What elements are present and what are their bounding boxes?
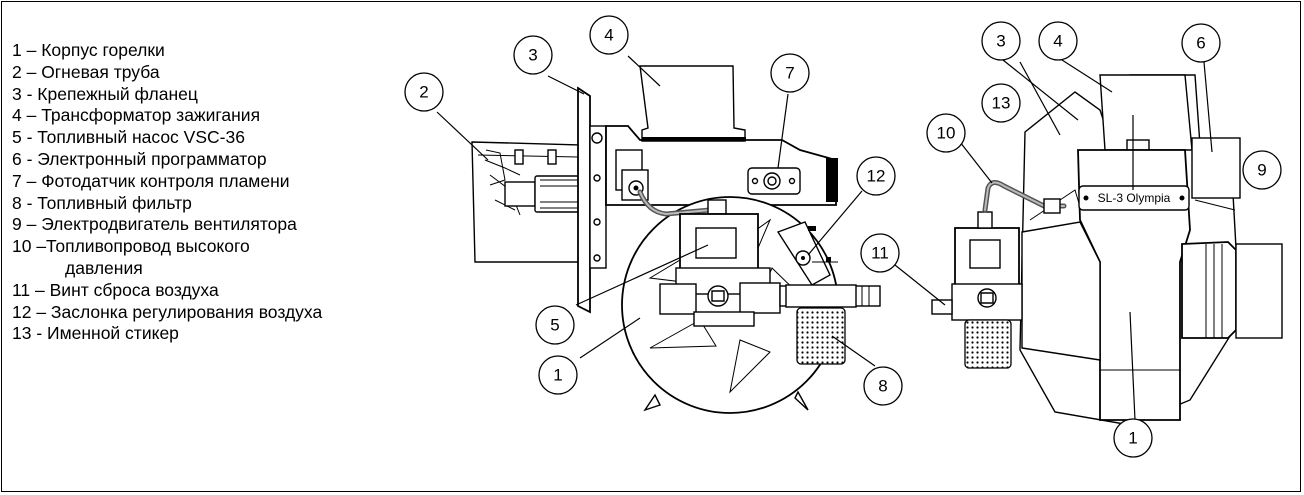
callout-left-2: 2	[404, 72, 444, 112]
legend-item-continuation: давления	[65, 257, 143, 278]
ignition-transformer	[639, 65, 746, 142]
svg-text:1: 1	[1128, 429, 1137, 448]
callout-right-6: 6	[1181, 23, 1221, 63]
svg-text:8: 8	[878, 377, 887, 396]
svg-text:1: 1	[553, 366, 562, 385]
svg-text:10: 10	[937, 124, 956, 143]
callout-left-7: 7	[770, 53, 810, 93]
burner-front-view: SL-3 Olympia	[894, 59, 1283, 426]
callout-right-3: 3	[981, 21, 1021, 61]
svg-text:4: 4	[1053, 32, 1062, 51]
legend-item: 1 – Корпус горелки	[12, 40, 165, 60]
callout-right-4: 4	[1038, 21, 1078, 61]
callout-right-13: 13	[981, 83, 1021, 123]
callout-left-12: 12	[856, 156, 896, 196]
parts-legend: 1 – Корпус горелки 2 – Огневая труба 3 -…	[12, 40, 322, 345]
air-damper	[776, 221, 838, 286]
callout-right-9: 9	[1242, 150, 1282, 190]
mounting-flange	[577, 86, 607, 314]
fan-motor	[1181, 241, 1283, 339]
svg-text:4: 4	[604, 26, 613, 45]
legend-item: 8 - Топливный фильтр	[12, 192, 192, 213]
svg-text:11: 11	[871, 244, 889, 263]
legend-item: 7 – Фотодатчик контроля пламени	[12, 170, 290, 191]
svg-text:9: 9	[1257, 161, 1266, 180]
callouts: 2 3 4 7 12 5 1 8 3 4 6 10 13 9 11 1	[404, 15, 1282, 458]
svg-text:7: 7	[785, 64, 794, 83]
callout-left-8: 8	[863, 366, 903, 406]
legend-item: 10 –Топливопровод высокого	[12, 236, 250, 257]
callout-right-1: 1	[1113, 418, 1153, 458]
svg-text:5: 5	[550, 316, 559, 335]
legend-item: 4 – Трансформатор зажигания	[12, 105, 261, 126]
flame-photocell	[747, 167, 801, 195]
svg-text:3: 3	[996, 32, 1005, 51]
legend-item: 3 - Крепежный фланец	[12, 83, 198, 104]
svg-text:2: 2	[419, 83, 428, 102]
callout-right-11: 11	[860, 233, 900, 273]
legend-item: 5 - Топливный насос VSC-36	[12, 127, 245, 148]
fuel-filter	[785, 284, 857, 365]
callout-right-10: 10	[926, 113, 966, 153]
callout-left-4: 4	[589, 15, 629, 55]
fuel-pump	[659, 199, 881, 327]
sticker-label: SL-3 Olympia	[1098, 191, 1171, 205]
legend-item: 6 - Электронный программатор	[12, 148, 267, 169]
blast-tube	[471, 141, 584, 263]
callout-left-3: 3	[513, 35, 553, 75]
name-sticker: SL-3 Olympia	[1078, 185, 1190, 211]
svg-text:6: 6	[1196, 34, 1205, 53]
legend-item: 2 – Огневая труба	[12, 61, 160, 82]
svg-text:3: 3	[528, 46, 537, 65]
svg-text:13: 13	[992, 94, 1011, 113]
callout-left-1: 1	[538, 355, 578, 395]
legend-item: 13 - Именной стикер	[12, 323, 179, 344]
legend-item: 9 – Электродвигатель вентилятора	[12, 214, 297, 235]
legend-item: 12 – Заслонка регулирования воздуха	[12, 301, 323, 322]
electronic-programmer	[1191, 137, 1241, 199]
svg-text:12: 12	[867, 167, 886, 186]
callout-left-5: 5	[535, 305, 575, 345]
burner-side-view	[436, 55, 881, 414]
legend-item: 11 – Винт сброса воздуха	[12, 279, 219, 300]
